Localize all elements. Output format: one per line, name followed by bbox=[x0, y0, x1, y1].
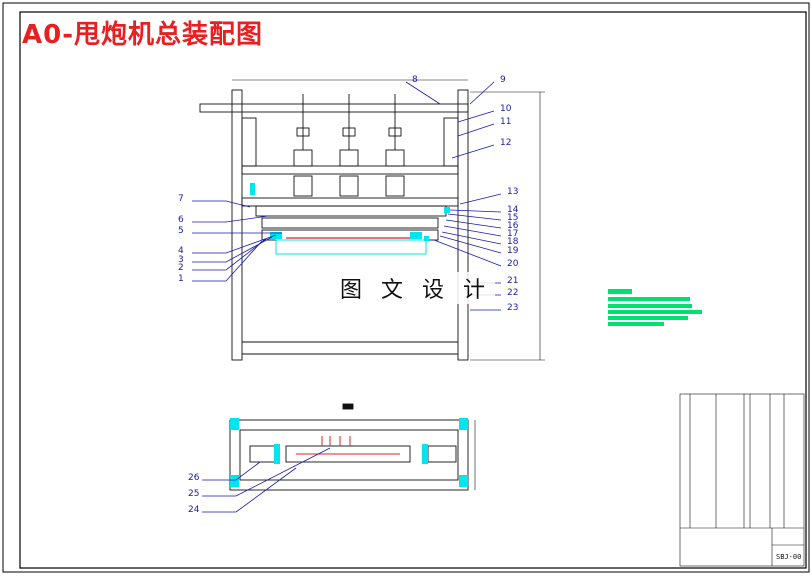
callout-label: 9 bbox=[500, 75, 506, 85]
callout-leader bbox=[192, 200, 251, 208]
callout-label: 15 bbox=[507, 213, 519, 223]
drawing-title: A0-甩炮机总装配图 bbox=[22, 20, 264, 50]
callout-leader bbox=[192, 215, 269, 223]
drawing-number: SBJ-00 bbox=[776, 553, 802, 561]
inner-border bbox=[19, 11, 807, 569]
callout-label: 7 bbox=[178, 194, 184, 204]
top-view bbox=[229, 403, 476, 491]
callout-label: 16 bbox=[507, 221, 519, 231]
callout-leader bbox=[449, 209, 502, 213]
callout-label: 20 bbox=[507, 259, 519, 269]
callout-leader bbox=[469, 81, 495, 105]
cyan-markers-front bbox=[250, 183, 450, 241]
watermark: 图 文 设 计 bbox=[336, 272, 495, 304]
callout-label: 19 bbox=[507, 246, 519, 256]
callout-leader bbox=[457, 110, 495, 123]
callout-label: 11 bbox=[500, 117, 512, 127]
callout-leader bbox=[459, 193, 502, 205]
callout-label: 21 bbox=[507, 276, 519, 286]
callout-leader bbox=[192, 236, 273, 263]
callout-label: 5 bbox=[178, 226, 184, 236]
callout-leader bbox=[202, 447, 331, 497]
parts-list-table bbox=[679, 393, 805, 567]
callout-label: 2 bbox=[178, 263, 184, 273]
callout-label: 12 bbox=[500, 138, 512, 148]
callout-leader bbox=[441, 231, 502, 245]
callout-leader bbox=[433, 239, 502, 267]
callout-label: 26 bbox=[188, 473, 200, 483]
callout-leader bbox=[447, 213, 502, 221]
callout-leader bbox=[202, 461, 261, 481]
callout-label: 8 bbox=[412, 75, 418, 85]
callout-leader bbox=[202, 467, 297, 513]
callout-label: 1 bbox=[178, 274, 184, 284]
callout-label: 13 bbox=[507, 187, 519, 197]
callout-label: 14 bbox=[507, 205, 519, 215]
callout-leader bbox=[439, 235, 502, 254]
technical-notes-bars bbox=[608, 289, 702, 326]
callout-label: 23 bbox=[507, 303, 519, 313]
callout-label: 18 bbox=[507, 237, 519, 247]
top-view-spring bbox=[296, 436, 400, 455]
cyan-corner-blocks bbox=[230, 418, 468, 487]
callout-label: 10 bbox=[500, 104, 512, 114]
callout-label: 22 bbox=[507, 288, 519, 298]
callout-leader bbox=[192, 234, 277, 254]
callout-leader bbox=[443, 225, 502, 237]
callout-leader bbox=[451, 144, 495, 159]
callout-leader bbox=[192, 240, 263, 282]
callout-label: 6 bbox=[178, 215, 184, 225]
callout-label: 4 bbox=[178, 246, 184, 256]
callout-label: 17 bbox=[507, 229, 519, 239]
callout-leader bbox=[457, 123, 495, 137]
callout-label: 3 bbox=[178, 255, 184, 265]
callout-label: 24 bbox=[188, 505, 200, 515]
callout-label: 25 bbox=[188, 489, 200, 499]
cyan-bracket bbox=[275, 239, 427, 255]
callout-leader bbox=[192, 238, 267, 271]
callout-leader bbox=[445, 219, 502, 229]
callout-leader bbox=[405, 81, 441, 105]
front-view bbox=[199, 79, 545, 361]
